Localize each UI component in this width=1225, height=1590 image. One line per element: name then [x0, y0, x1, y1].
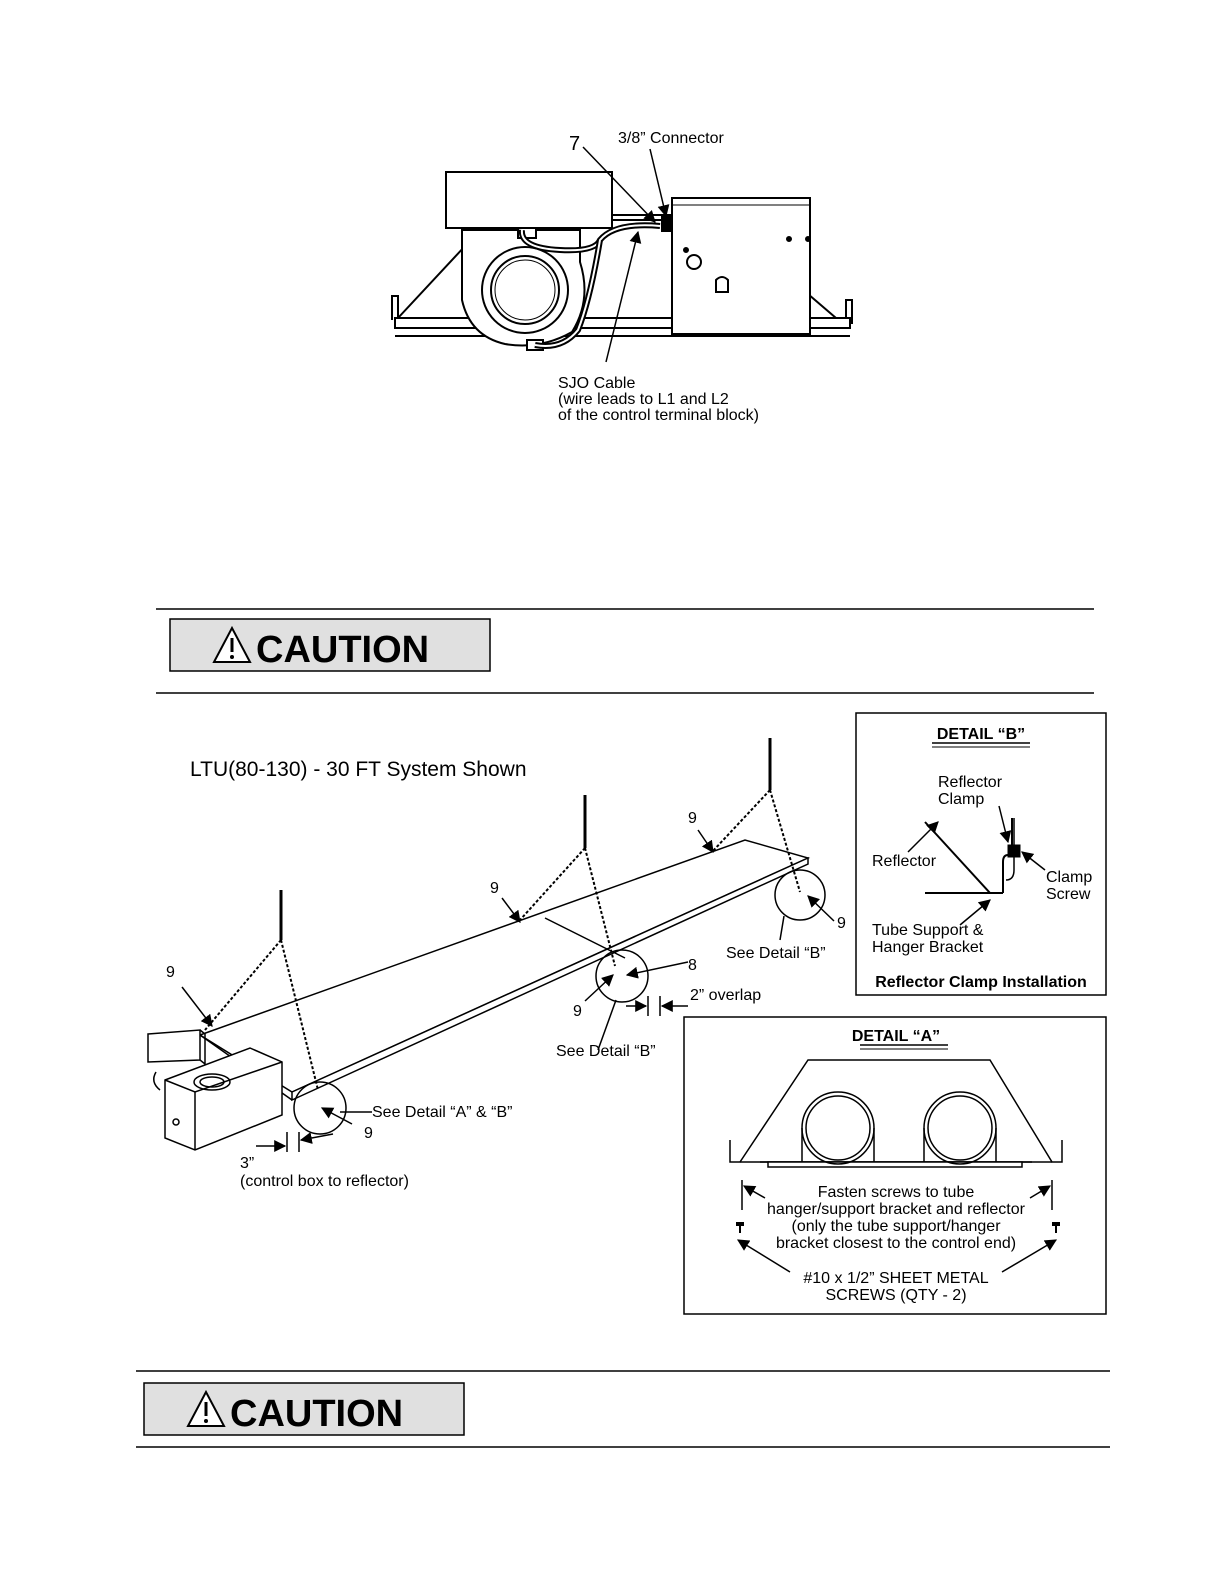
overlap-label: 2” overlap — [690, 987, 761, 1004]
callout-9-joint: 9 — [573, 1003, 582, 1020]
connector-label: 3/8” Connector — [618, 130, 725, 147]
caution-banner-2: CAUTION — [136, 1370, 1110, 1448]
screw-icon-left — [736, 1222, 744, 1233]
detail-a-title: DETAIL “A” — [852, 1028, 940, 1045]
fan-grille — [193, 1073, 231, 1091]
screw-icon-right — [1052, 1222, 1060, 1233]
caution-label-1: CAUTION — [256, 629, 429, 671]
detail-b-caption: Reflector Clamp Installation — [875, 974, 1087, 991]
warning-triangle-icon — [212, 625, 252, 663]
detail-a-panel: DETAIL “A” — [683, 1016, 1107, 1315]
detail-b-tube-support-2: Hanger Bracket — [872, 939, 984, 956]
detail-a-fasten-3: (only the tube support/hanger — [791, 1218, 1001, 1235]
detail-b-clamp-screw-1: Clamp — [1046, 869, 1092, 886]
detail-b-tube-support-1: Tube Support & — [872, 922, 984, 939]
detail-a-fasten-1: Fasten screws to tube — [818, 1184, 975, 1201]
detail-a-screws-1: #10 x 1/2” SHEET METAL — [803, 1270, 988, 1287]
sjo-cable-label-2: (wire leads to L1 and L2 — [558, 391, 729, 408]
callout-9-left: 9 — [166, 964, 175, 981]
dim-3-note: (control box to reflector) — [240, 1173, 409, 1190]
detail-b-clamp-screw-2: Screw — [1046, 886, 1091, 903]
caution-label-2: CAUTION — [230, 1393, 403, 1435]
detail-a-fasten-2: hanger/support bracket and reflector — [767, 1201, 1026, 1218]
detail-a-screws-2: SCREWS (QTY - 2) — [825, 1287, 966, 1304]
callout-8: 8 — [688, 957, 697, 974]
detail-b-reflector-clamp-1: Reflector — [938, 774, 1003, 791]
see-detail-ab: See Detail “A” & “B” — [372, 1104, 512, 1121]
see-detail-b-end: See Detail “B” — [726, 945, 826, 962]
callout-7: 7 — [569, 133, 580, 155]
reflector-assembly — [147, 738, 826, 1151]
reflector-profile — [729, 1059, 1063, 1163]
detail-b-reflector-clamp-2: Clamp — [938, 791, 984, 808]
callout-9-end: 9 — [837, 915, 846, 932]
system-title: LTU(80-130) - 30 FT System Shown — [190, 758, 527, 781]
warning-triangle-icon — [186, 1389, 226, 1427]
dim-3-label: 3” — [240, 1155, 254, 1172]
upper-box — [445, 171, 613, 229]
control-box — [671, 197, 811, 335]
blower-inner-ring — [490, 255, 560, 325]
sjo-cable-label-3: of the control terminal block) — [558, 407, 759, 424]
blower-outer-ring — [481, 246, 569, 334]
callout-9-front: 9 — [364, 1125, 373, 1142]
detail-circle-end — [774, 869, 826, 921]
detail-circle-mid — [595, 949, 649, 1003]
detail-b-reflector: Reflector — [872, 853, 937, 870]
detail-circle-front — [293, 1081, 347, 1135]
callout-9-right: 9 — [688, 810, 697, 827]
sjo-cable-label-1: SJO Cable — [558, 375, 635, 392]
heater-end-view — [391, 171, 853, 351]
detail-a-fasten-4: bracket closest to the control end) — [776, 1235, 1016, 1252]
detail-b-panel: DETAIL “B” Reflector Clamp Reflector Cla… — [855, 712, 1107, 996]
callout-9-mid: 9 — [490, 880, 499, 897]
caution-banner-1: CAUTION — [156, 608, 1094, 694]
detail-b-title: DETAIL “B” — [937, 726, 1025, 743]
see-detail-b-mid: See Detail “B” — [556, 1043, 656, 1060]
